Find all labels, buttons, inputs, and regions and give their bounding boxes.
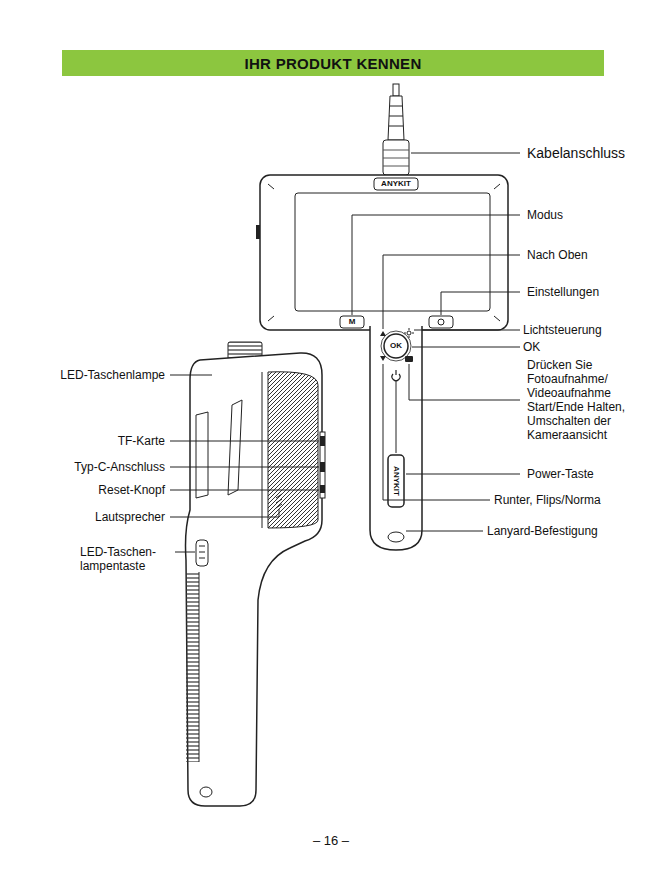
callout-label: Kabelanschluss xyxy=(527,145,625,161)
callout-label: Nach Oben xyxy=(527,248,588,262)
button-letter: OK xyxy=(390,341,402,351)
page-title: IHR PRODUKT KENNEN xyxy=(244,55,421,72)
callout-label: OK xyxy=(523,340,540,354)
callout-label: Einstellungen xyxy=(527,285,599,299)
callout-label: Typ-C-Anschluss xyxy=(74,460,165,474)
callout-label: LED-Taschen- lampentaste xyxy=(80,545,172,573)
title-band: IHR PRODUKT KENNEN xyxy=(62,50,604,76)
page-number: – 16 – xyxy=(313,833,349,848)
callout-label: Power-Taste xyxy=(527,467,594,481)
callout-label: TF-Karte xyxy=(118,434,165,448)
callout-label: Reset-Knopf xyxy=(98,483,165,497)
callout-label: Lautsprecher xyxy=(95,510,165,524)
brand-logo: ANYKIT xyxy=(381,179,411,189)
callout-label: Lichtsteuerung xyxy=(523,323,602,337)
callout-label: Lanyard-Befestigung xyxy=(487,524,598,538)
brand-logo: ANYKIT xyxy=(391,466,401,496)
callout-label: LED-Taschenlampe xyxy=(60,368,165,382)
callout-label: Drücken Sie Fotoaufnahme/ Videoaufnahme … xyxy=(527,358,645,442)
callout-label: Modus xyxy=(527,208,563,222)
button-letter: M xyxy=(349,317,356,327)
callout-label: Runter, Flips/Norma xyxy=(494,493,601,507)
